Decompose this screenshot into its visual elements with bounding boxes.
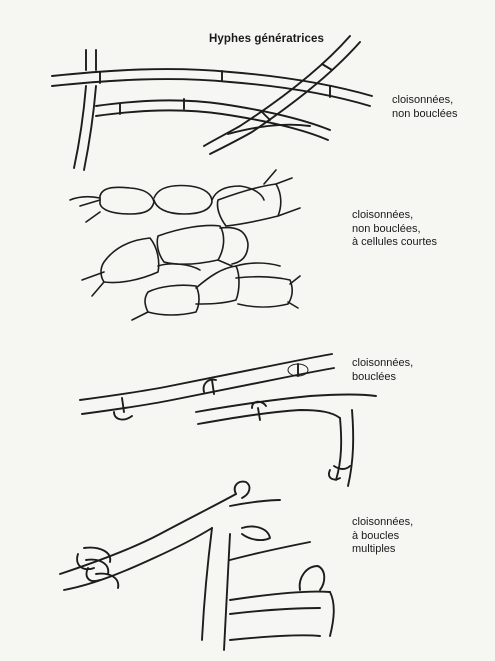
panel-label-clamped: cloisonnées, bouclées [352, 357, 413, 384]
panel-label-multiple-clamps: cloisonnées, à boucles multiples [352, 516, 413, 557]
panel-label-short-cells: cloisonnées, non bouclées, à cellules co… [352, 209, 437, 250]
panel-label-unclamped: cloisonnées, non bouclées [392, 94, 457, 121]
